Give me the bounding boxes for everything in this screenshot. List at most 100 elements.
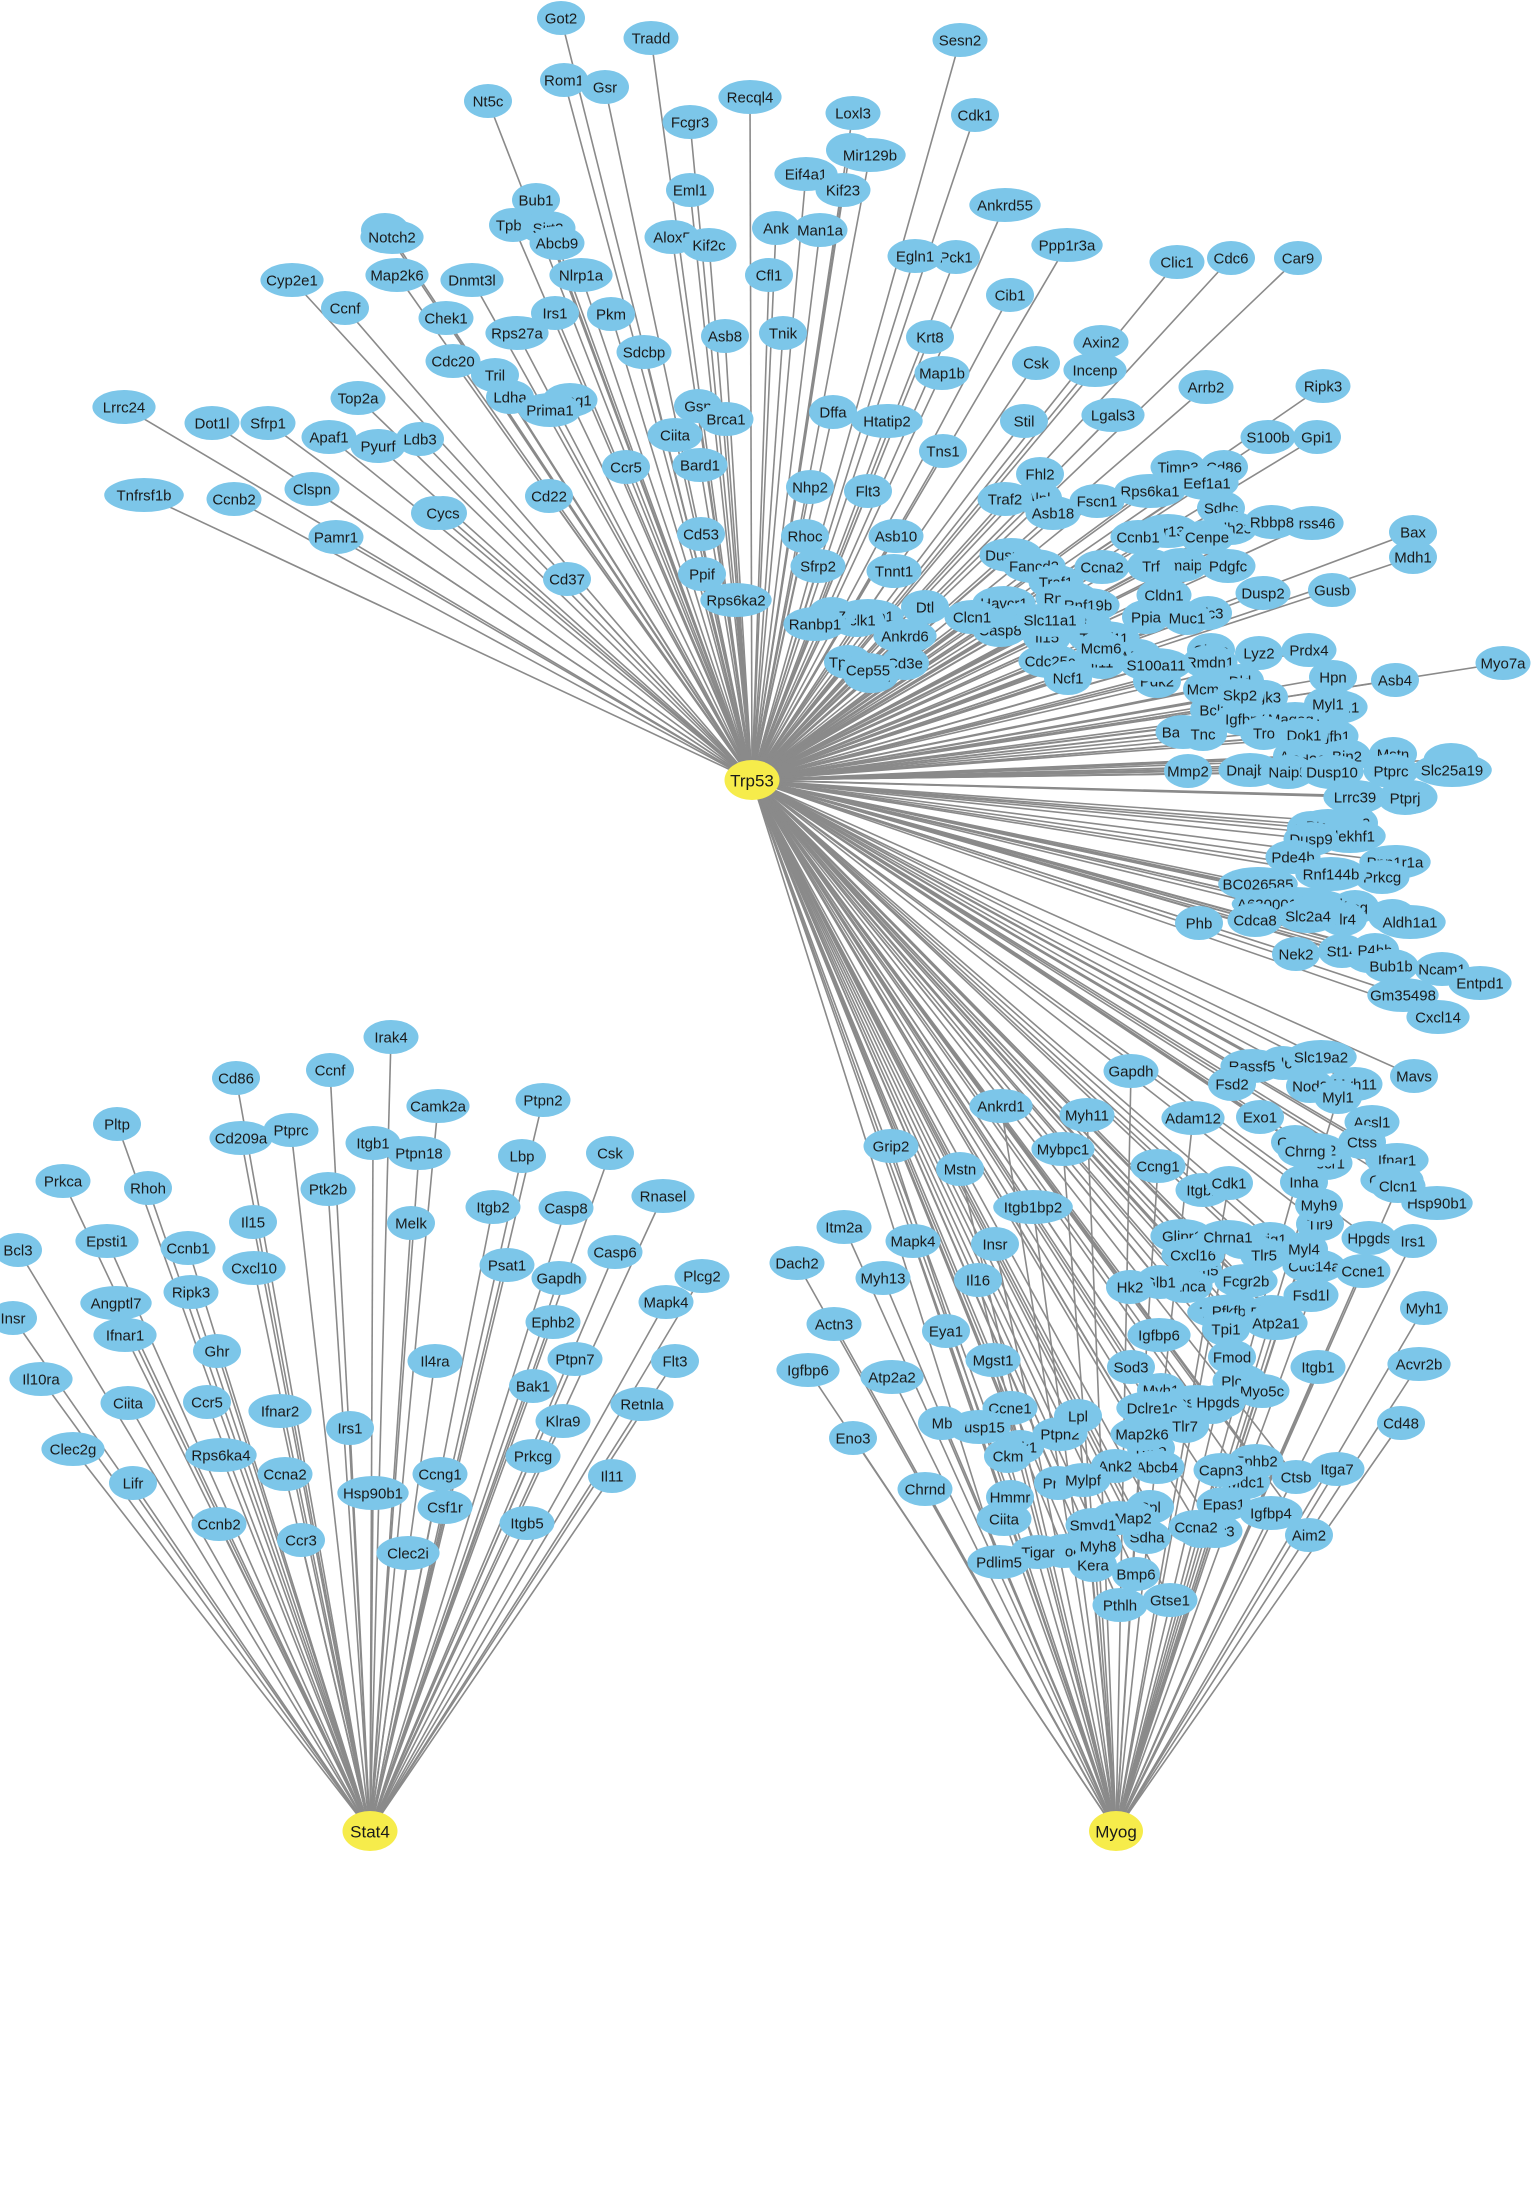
gene-node-dach2: Dach2 bbox=[769, 1246, 825, 1280]
node-ellipse bbox=[1272, 937, 1320, 971]
trp53-edge bbox=[751, 636, 1048, 781]
gene-node-slc2a4: Slc2a4 bbox=[1276, 899, 1340, 933]
stat4-edge bbox=[12, 1317, 371, 1832]
gene-node-ptprc: Ptprc bbox=[1363, 754, 1419, 788]
gene-node-tnfrsf1b: Tnfrsf1b bbox=[104, 478, 184, 512]
gene-label: Mybpc1 bbox=[1037, 1142, 1090, 1159]
gene-label: Rom1 bbox=[544, 73, 584, 90]
gene-label: Prdx4 bbox=[1289, 643, 1328, 660]
gene-label: Acvr2b bbox=[1396, 1357, 1443, 1374]
node-ellipse bbox=[1406, 1000, 1470, 1034]
gene-node-melk: Melk bbox=[387, 1206, 435, 1240]
gene-label: Flt3 bbox=[662, 1354, 687, 1371]
node-ellipse bbox=[418, 301, 474, 335]
myog-edge bbox=[1115, 1240, 1414, 1832]
node-ellipse bbox=[1196, 1220, 1260, 1254]
gene-label: Asb18 bbox=[1032, 506, 1075, 523]
node-ellipse bbox=[1295, 1188, 1343, 1222]
gene-label: Rmdn1 bbox=[1186, 655, 1234, 672]
gene-node-grip2: Grip2 bbox=[863, 1129, 919, 1163]
node-ellipse bbox=[616, 335, 672, 369]
gene-label: Traf2 bbox=[988, 492, 1022, 509]
gene-label: Mdh1 bbox=[1394, 550, 1432, 567]
gene-node-slc19a2: Slc19a2 bbox=[1285, 1040, 1357, 1074]
node-ellipse bbox=[1200, 549, 1256, 583]
stat4-edge bbox=[300, 1539, 371, 1832]
gene-node-chrna1: Chrna1 bbox=[1196, 1220, 1260, 1254]
gene-label: Chrng bbox=[1285, 1144, 1326, 1161]
node-ellipse bbox=[873, 619, 937, 653]
trp53-edge bbox=[751, 779, 1370, 1239]
gene-label: Ccnf bbox=[315, 1063, 347, 1080]
gene-label: Epas1 bbox=[1203, 1497, 1246, 1514]
node-ellipse bbox=[1077, 631, 1125, 665]
gene-node-igfbp6: Igfbp6 bbox=[776, 1353, 840, 1387]
node-ellipse bbox=[365, 258, 429, 292]
gene-label: Prkca bbox=[44, 1174, 83, 1191]
gene-node-csk: Csk bbox=[586, 1136, 634, 1170]
gene-node-irs1: Irs1 bbox=[531, 296, 579, 330]
gene-node-gpi1: Gpi1 bbox=[1293, 420, 1341, 454]
node-ellipse bbox=[1149, 245, 1205, 279]
node-ellipse bbox=[783, 607, 847, 641]
gene-node-atp2a2: Atp2a2 bbox=[860, 1360, 924, 1394]
gene-node-mgst1: Mgst1 bbox=[965, 1343, 1021, 1377]
stat4-edge bbox=[369, 1522, 528, 1832]
gene-label: Sfrp1 bbox=[250, 416, 286, 433]
trp53-edge bbox=[751, 779, 1186, 1427]
node-ellipse bbox=[104, 478, 184, 512]
gene-label: Pck1 bbox=[939, 250, 972, 267]
gene-node-hpgds: Hpgds bbox=[1341, 1221, 1397, 1255]
node-ellipse bbox=[1354, 860, 1410, 894]
node-ellipse bbox=[587, 1235, 643, 1269]
gene-label: Prkcg bbox=[1363, 870, 1401, 887]
gene-node-clec2g: Clec2g bbox=[41, 1432, 105, 1466]
gene-label: Rbbp8 bbox=[1250, 515, 1294, 532]
gene-label: Ccnb2 bbox=[197, 1517, 240, 1534]
gene-label: Ank bbox=[763, 221, 789, 238]
node-ellipse bbox=[1012, 346, 1060, 380]
gene-node-loxl3: Loxl3 bbox=[825, 96, 881, 130]
gene-node-cd86: Cd86 bbox=[212, 1061, 260, 1095]
gene-node-ptpn2: Ptpn2 bbox=[515, 1083, 571, 1117]
trp53-edge bbox=[751, 779, 1356, 1085]
gene-node-itgb1: Itgb1 bbox=[345, 1126, 401, 1160]
node-ellipse bbox=[407, 1344, 463, 1378]
gene-label: Prima1 bbox=[526, 403, 574, 420]
node-ellipse bbox=[1122, 600, 1170, 634]
gene-label: Dot1l bbox=[194, 416, 229, 433]
gene-label: Ripk3 bbox=[172, 1285, 210, 1302]
gene-label: Ccna2 bbox=[1174, 1520, 1217, 1537]
gene-node-mir129b: Mir129b bbox=[834, 138, 906, 172]
gene-label: Alox5 bbox=[653, 230, 691, 247]
gene-label: Rps6ka2 bbox=[706, 593, 765, 610]
gene-label: Ghr bbox=[204, 1344, 229, 1361]
gene-node-gapdh: Gapdh bbox=[1103, 1054, 1159, 1088]
gene-node-myl1: Myl1 bbox=[1304, 687, 1352, 721]
node-ellipse bbox=[1016, 457, 1064, 491]
gene-label: Map2k6 bbox=[370, 268, 423, 285]
stat4-edge bbox=[369, 1301, 667, 1832]
gene-node-slc11a1: Slc11a1 bbox=[1014, 603, 1086, 637]
node-ellipse bbox=[1293, 420, 1341, 454]
node-ellipse bbox=[651, 1344, 699, 1378]
trp53-edge bbox=[751, 779, 1392, 967]
node-ellipse bbox=[701, 319, 749, 353]
trp53-edge bbox=[751, 779, 1439, 1018]
gene-node-csk: Csk bbox=[1012, 346, 1060, 380]
trp53-edge bbox=[566, 578, 753, 781]
node-ellipse bbox=[1207, 241, 1255, 275]
gene-label: Dtl bbox=[916, 600, 934, 617]
gene-node-cyp2e1: Cyp2e1 bbox=[260, 263, 324, 297]
gene-node-pdgfc: Pdgfc bbox=[1200, 549, 1256, 583]
gene-node-gtse1: Gtse1 bbox=[1142, 1583, 1198, 1617]
node-ellipse bbox=[1120, 648, 1192, 682]
gene-node-dnmt3l: Dnmt3l bbox=[440, 263, 504, 297]
gene-label: Lrrc24 bbox=[103, 400, 146, 417]
gene-node-klra9: Klra9 bbox=[535, 1404, 591, 1438]
gene-label: Fcgr3 bbox=[671, 115, 709, 132]
gene-node-slc25a19: Slc25a19 bbox=[1412, 753, 1492, 787]
gene-label: Itga7 bbox=[1320, 1462, 1353, 1479]
gene-node-ckm: Ckm bbox=[984, 1439, 1032, 1473]
gene-node-il4ra: Il4ra bbox=[407, 1344, 463, 1378]
